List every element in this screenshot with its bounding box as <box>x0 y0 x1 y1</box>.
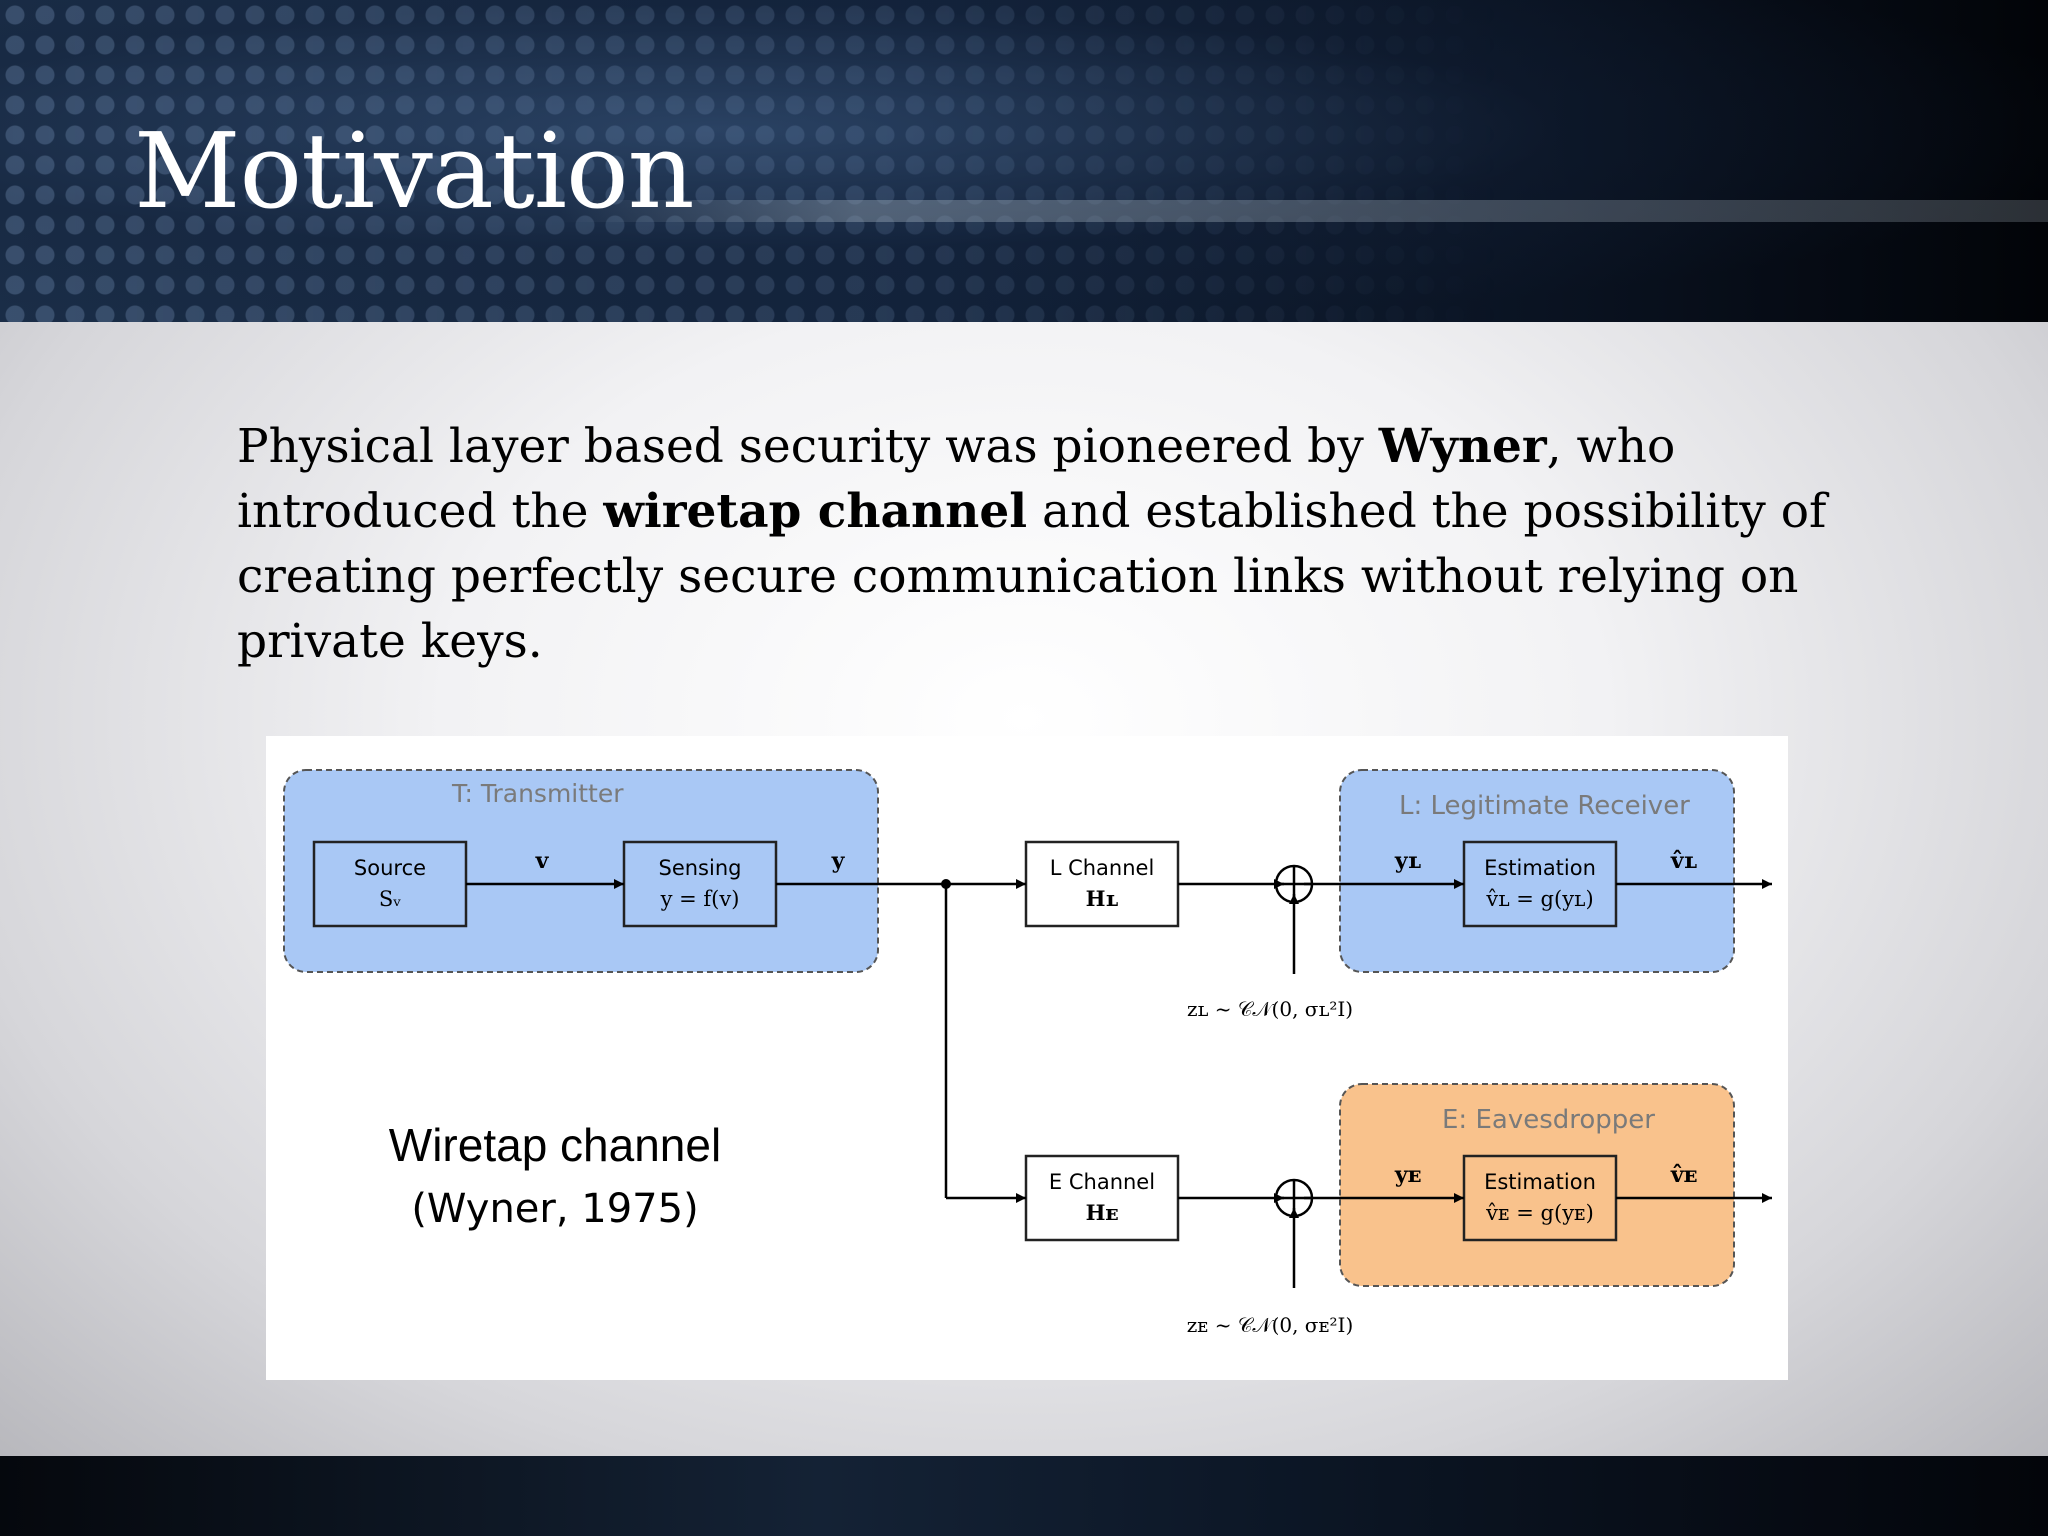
transmitter-group-label: T: Transmitter <box>451 779 624 808</box>
l-channel-label: L Channel <box>1050 856 1155 880</box>
paragraph-bold-wiretap: wiretap channel <box>603 484 1028 539</box>
e-channel-label: E Channel <box>1049 1170 1155 1194</box>
source-symbol: Sᵥ <box>379 887 401 911</box>
e-channel-matrix: Hᴇ <box>1086 1200 1119 1225</box>
eavesdropper-group <box>1339 1083 1735 1287</box>
l-estimation-label: Estimation <box>1484 856 1596 880</box>
l-channel-matrix: Hʟ <box>1086 886 1119 911</box>
header-light-streak <box>560 200 2048 222</box>
paragraph-bold-wyner: Wyner <box>1378 419 1547 474</box>
paragraph-text-3: and established the possibility of creat… <box>237 484 1827 669</box>
signal-vhat-l-label: v̂ʟ <box>1670 848 1697 874</box>
noise-l-label: zʟ ~ 𝒞𝒩(0, σʟ²I) <box>1187 997 1353 1021</box>
signal-y-label: y <box>831 848 846 874</box>
slide-title: Motivation <box>134 110 695 232</box>
wiretap-diagram-svg: T: Transmitter L: Legitimate Receiver E:… <box>283 769 1772 1337</box>
e-adder-icon <box>1274 1178 1314 1218</box>
sensing-equation: y = f(v) <box>660 887 740 911</box>
wiretap-diagram: T: Transmitter L: Legitimate Receiver E:… <box>266 736 1788 1380</box>
e-estimation-label: Estimation <box>1484 1170 1596 1194</box>
caption-title: Wiretap channel <box>388 1119 722 1171</box>
intro-paragraph: Physical layer based security was pionee… <box>237 414 1937 674</box>
receiver-group <box>1339 769 1735 973</box>
slide-header <box>0 0 2048 322</box>
transmitter-group <box>283 769 879 973</box>
header-dot-pattern <box>0 0 1500 322</box>
l-estimation-equation: v̂ʟ = g(yʟ) <box>1485 887 1593 911</box>
eavesdropper-group-label: E: Eavesdropper <box>1442 1105 1655 1135</box>
noise-e-label: zᴇ ~ 𝒞𝒩(0, σᴇ²I) <box>1187 1313 1354 1337</box>
sensing-label: Sensing <box>659 856 742 880</box>
caption-citation: (Wyner, 1975) <box>411 1186 699 1232</box>
source-label: Source <box>354 856 426 880</box>
e-estimation-equation: v̂ᴇ = g(yᴇ) <box>1485 1201 1594 1225</box>
l-adder-icon <box>1274 864 1314 904</box>
slide-footer <box>0 1456 2048 1536</box>
receiver-group-label: L: Legitimate Receiver <box>1399 791 1690 821</box>
signal-yl-label: yʟ <box>1394 848 1421 874</box>
branch-junction-dot <box>941 879 951 889</box>
signal-ye-label: yᴇ <box>1394 1162 1421 1188</box>
signal-vhat-e-label: v̂ᴇ <box>1670 1162 1697 1188</box>
paragraph-text-2: , who introduced the <box>237 419 1676 539</box>
signal-v-label: v <box>535 848 550 874</box>
paragraph-text-1: Physical layer based security was pionee… <box>237 419 1379 474</box>
l-channel-block <box>1024 840 1180 928</box>
